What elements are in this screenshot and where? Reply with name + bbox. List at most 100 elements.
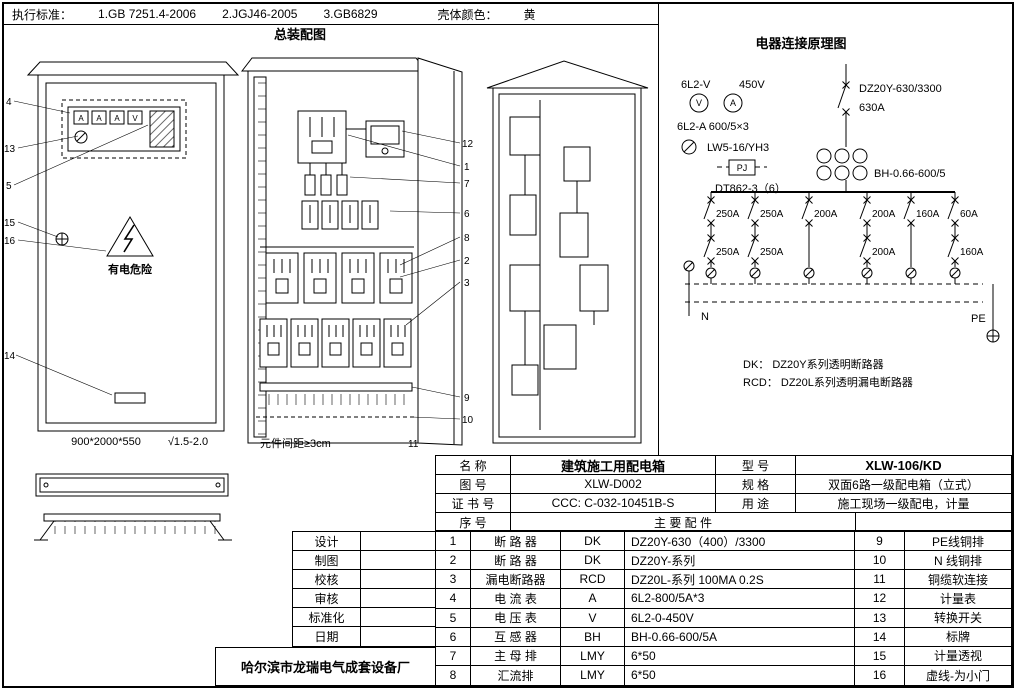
pe-terminal: PE (971, 284, 1000, 343)
name-label: 名 称 (436, 456, 511, 474)
main-breaker-symbol: DZ20Y-630/3300 630A (837, 64, 942, 147)
metering-group: 6L2-V 450V V A 6L2-A 600/5×3 LW5-16/YH3 … (677, 79, 786, 195)
title-row-header: 序 号 主 要 配 件 (436, 513, 1011, 530)
n-terminal: N (683, 260, 709, 323)
model-value: XLW-106/KD (865, 457, 942, 473)
svg-text:V: V (696, 98, 702, 108)
rcd-note: RCD： DZ20L系列透明漏电断路器 (743, 375, 913, 389)
electric-hazard-sign: 有电危险 (106, 216, 154, 276)
role-row: 日期 (293, 627, 435, 646)
part-no: 1 (436, 532, 471, 551)
role-check: 校核 (293, 570, 361, 588)
voltmeter-icon (689, 93, 709, 113)
shell-color-label: 壳体颜色： (437, 7, 498, 22)
callout-4: 4 (6, 97, 12, 108)
part-no2: 13 (855, 608, 905, 627)
part-no2: 10 (855, 551, 905, 570)
part-name2: PE线铜排 (931, 534, 984, 549)
meter-label-a3: A (114, 114, 120, 123)
callout-3: 3 (464, 278, 470, 289)
feeder-6: 60A (947, 192, 978, 232)
title-block: 名 称 建筑施工用配电箱 型 号 XLW-106/KD 图 号 XLW-D002… (435, 455, 1012, 531)
part-no2: 12 (855, 589, 905, 608)
svg-text:200A: 200A (814, 209, 838, 220)
role-standardize: 标准化 (293, 608, 361, 626)
signature-block: 设计 制图 校核 审核 标准化 日期 (292, 531, 435, 647)
parts-row: 8 汇流排 LMY 6*50 16 虚线-为小门 (436, 665, 1011, 685)
parts-row: 2 断 路 器 DK DZ20Y-系列 10 N 线铜排 (436, 551, 1011, 571)
spec-value: 双面6路一级配电箱（立式） (828, 477, 979, 492)
standards-bar: 执行标准： 1.GB 7251.4-2006 2.JGJ46-2005 3.GB… (4, 4, 658, 25)
role-date: 日期 (293, 627, 361, 646)
parts-header-label: 主 要 配 件 (511, 513, 856, 530)
svg-text:250A: 250A (716, 247, 740, 258)
callout-10: 10 (462, 415, 474, 426)
signature-cell (361, 570, 435, 588)
part-spec: DZ20L-系列 100MA 0.2S (625, 570, 855, 589)
standard-2: 2.JGJ46-2005 (222, 7, 298, 21)
schematic-panel: 电器连接原理图 6L2-V 450V V A 6L2-A 600/5×3 LW5… (658, 4, 1012, 455)
breaker-row-2 (259, 318, 412, 368)
part-name: 电 压 表 (471, 608, 561, 627)
part-name: 电 流 表 (471, 589, 561, 608)
role-row: 制图 (293, 551, 435, 570)
changeover-switch-icon (74, 130, 88, 144)
svg-text:A: A (730, 98, 736, 108)
callout-6: 6 (464, 209, 470, 220)
part-no2: 16 (855, 665, 905, 685)
feeder-2: 250A (747, 192, 784, 232)
dwg-label: 图 号 (436, 475, 511, 493)
busbar-section (43, 513, 221, 522)
ammeter-model: 6L2-A 600/5×3 (677, 121, 749, 133)
factory-name: 哈尔滨市龙瑞电气成套设备厂 (215, 647, 435, 686)
warning-text: 有电危险 (108, 262, 153, 276)
parts-row: 6 互 感 器 BH BH-0.66-600/5A 14 标牌 (436, 627, 1011, 647)
role-row: 设计 (293, 532, 435, 551)
main-breaker-rating: 630A (859, 102, 885, 114)
main-breaker (297, 110, 347, 164)
role-row: 审核 (293, 589, 435, 608)
surface-finish: √1.5-2.0 (168, 436, 208, 448)
part-code: DK (561, 532, 625, 551)
cert-value: CCC: C-032-10451B-S (511, 494, 716, 512)
svg-text:60A: 60A (960, 209, 978, 220)
feeder-4: 200A (859, 192, 896, 232)
pe-label: PE (971, 313, 986, 325)
feeder-6-lower: 160A (947, 232, 984, 267)
role-draft: 制图 (293, 551, 361, 569)
part-code: BH (561, 627, 625, 646)
n-label: N (701, 311, 709, 323)
part-no: 6 (436, 627, 471, 646)
feeder-1-lower: 250A (703, 232, 740, 267)
part-no: 2 (436, 551, 471, 570)
callout-8: 8 (464, 233, 470, 244)
part-name: 断 路 器 (471, 551, 561, 570)
spec-label: 规 格 (716, 475, 796, 493)
role-design: 设计 (293, 532, 361, 550)
part-no: 7 (436, 646, 471, 665)
parts-row: 7 主 母 排 LMY 6*50 15 计量透视 (436, 646, 1011, 666)
ct-symbol: BH-0.66-600/5 (816, 148, 946, 181)
svg-text:200A: 200A (872, 209, 896, 220)
part-name2: 虚线-为小门 (926, 668, 990, 683)
lightning-icon (123, 224, 135, 253)
main-breaker-model: DZ20Y-630/3300 (859, 83, 942, 95)
svg-text:160A: 160A (916, 209, 940, 220)
part-name2: N 线铜排 (933, 553, 982, 568)
seq-label: 序 号 (436, 513, 511, 530)
part-spec: 6L2-0-450V (625, 608, 855, 627)
part-spec: 6*50 (625, 646, 855, 665)
part-no: 5 (436, 608, 471, 627)
dk-note: DK： DZ20Y系列透明断路器 (743, 357, 884, 371)
feeder-3: 200A (801, 192, 838, 232)
assembly-title: 总装配图 (274, 27, 326, 42)
callout-1: 1 (464, 162, 470, 173)
svg-text:250A: 250A (716, 209, 740, 220)
callout-14: 14 (4, 351, 16, 362)
feeder-4-lower: 200A (859, 232, 896, 267)
signature-cell (361, 551, 435, 569)
part-code: LMY (561, 665, 625, 685)
changeover-model: LW5-16/YH3 (707, 142, 769, 154)
signature-cell (361, 532, 435, 550)
svg-text:PJ: PJ (737, 163, 748, 173)
